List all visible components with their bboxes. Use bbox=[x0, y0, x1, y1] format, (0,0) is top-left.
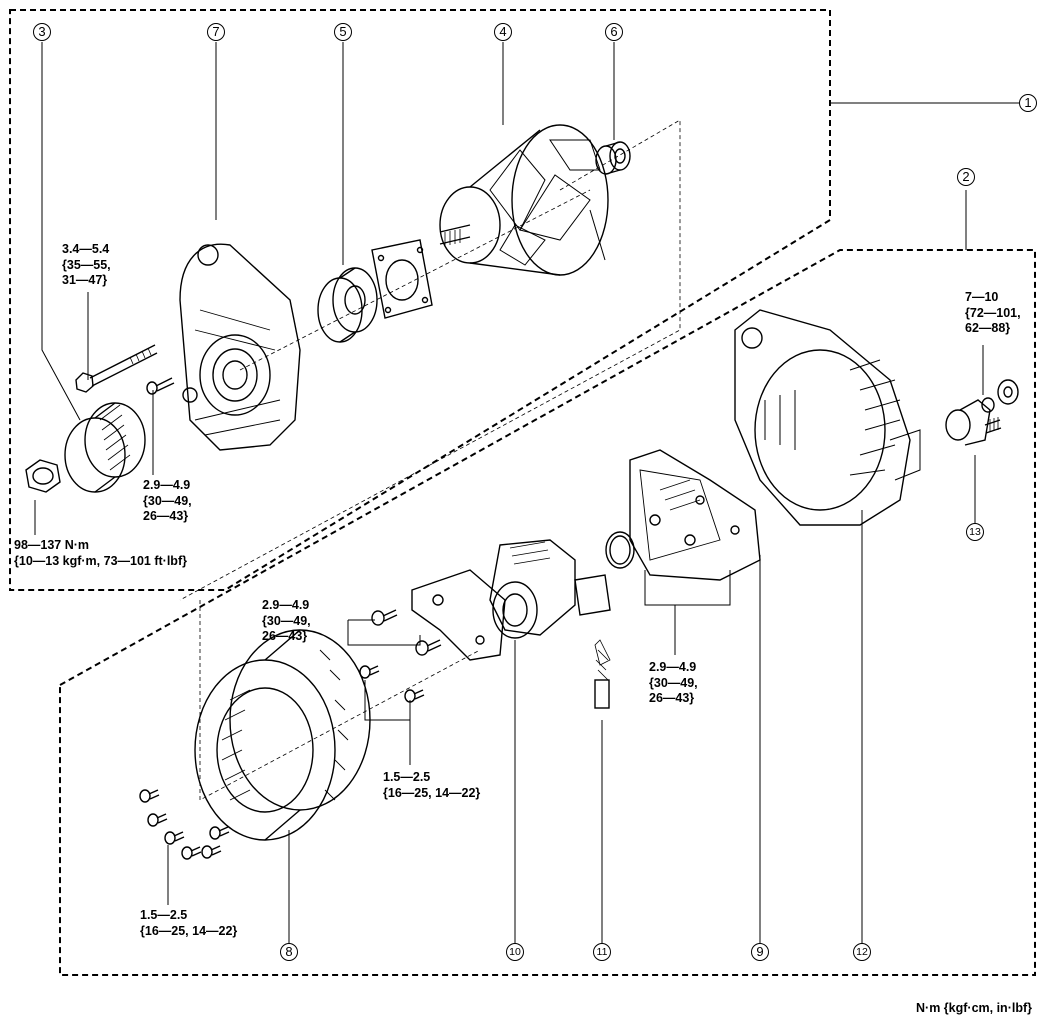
callout-3: 3 bbox=[33, 23, 51, 41]
stator bbox=[194, 629, 371, 841]
torque-stator-screws: 1.5—2.5{16—25, 14—22} bbox=[140, 908, 238, 938]
snap-ring bbox=[605, 531, 635, 569]
brush bbox=[594, 639, 611, 709]
callout-1: 1 bbox=[1019, 94, 1037, 112]
retainer-plate bbox=[371, 239, 433, 319]
regulator-screws bbox=[359, 609, 442, 703]
stator-screws bbox=[139, 789, 230, 860]
brush-plate bbox=[411, 569, 506, 661]
voltage-regulator bbox=[489, 539, 611, 639]
torque-pulley-nut: 98—137 N·m{10—13 kgf·m, 73—101 ft·lbf} bbox=[14, 538, 187, 568]
callout-4: 4 bbox=[494, 23, 512, 41]
callout-6: 6 bbox=[605, 23, 623, 41]
callout-2: 2 bbox=[957, 168, 975, 186]
callout-11: 11 bbox=[593, 943, 611, 961]
torque-regulator-small-screws: 1.5—2.5{16—25, 14—22} bbox=[383, 770, 481, 800]
bearing bbox=[317, 267, 378, 343]
callout-7: 7 bbox=[207, 23, 225, 41]
unit-label: N·m {kgf·cm, in·lbf} bbox=[916, 1001, 1032, 1015]
pulley-nut bbox=[25, 459, 61, 493]
front-housing bbox=[179, 243, 301, 451]
rectifier bbox=[629, 449, 761, 581]
pulley bbox=[64, 402, 146, 493]
rear-bearing bbox=[595, 141, 631, 175]
group-1-boundary bbox=[9, 9, 831, 591]
torque-rectifier-screws: 2.9—4.9{30—49,26—43} bbox=[649, 660, 698, 705]
callout-12: 12 bbox=[853, 943, 871, 961]
callout-9: 9 bbox=[751, 943, 769, 961]
callout-8: 8 bbox=[280, 943, 298, 961]
torque-through-bolt: 3.4—5.4{35—55,31—47} bbox=[62, 242, 111, 287]
callout-13: 13 bbox=[966, 523, 984, 541]
b-terminal bbox=[945, 399, 1002, 446]
terminal-nuts bbox=[981, 379, 1019, 413]
callout-5: 5 bbox=[334, 23, 352, 41]
torque-front-screw: 2.9—4.9{30—49,26—43} bbox=[143, 478, 192, 523]
group-2-boundary bbox=[59, 249, 1036, 976]
rear-housing bbox=[734, 309, 921, 526]
front-screw bbox=[146, 377, 175, 395]
torque-terminal-nut: 7—10{72—101,62—88} bbox=[965, 290, 1021, 335]
through-bolt bbox=[75, 344, 158, 393]
rotor bbox=[439, 124, 609, 276]
torque-regulator-screws: 2.9—4.9{30—49,26—43} bbox=[262, 598, 311, 643]
callout-10: 10 bbox=[506, 943, 524, 961]
